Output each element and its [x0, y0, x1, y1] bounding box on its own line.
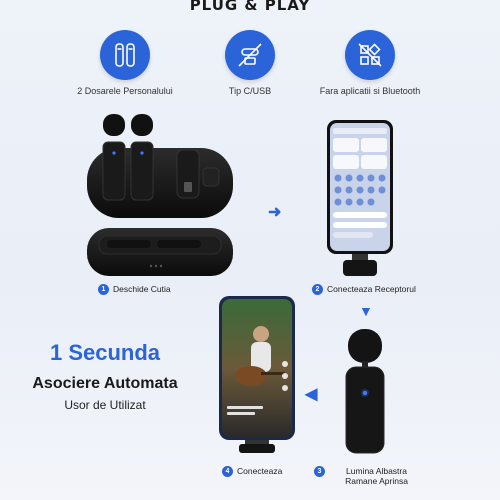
feature-label: Tip C/USB: [228, 86, 272, 96]
step-number: 3: [314, 466, 325, 477]
step-number: 1: [98, 284, 109, 295]
phone-recording-image: [219, 296, 295, 453]
arrow-right-icon: ➜: [268, 204, 282, 221]
no-app-no-bluetooth-icon: [345, 30, 395, 80]
feature-label: 2 Dosarele Personalului: [77, 86, 173, 96]
step-1: 1 Deschide Cutia: [98, 284, 171, 295]
microphones-icon: [100, 30, 150, 80]
step-label: Conecteaza: [237, 466, 283, 476]
arrow-down-icon: ▼: [359, 303, 373, 319]
arrow-left-icon: ◀: [305, 386, 318, 403]
step-4: 4 Conecteaza: [222, 466, 282, 477]
headline-primary: 1 Secunda: [49, 340, 161, 365]
feature-usb-c: Tip C/USB: [195, 30, 305, 96]
step-number: 2: [312, 284, 323, 295]
step-label: Lumina Albastra Ramane Aprinsa: [345, 466, 408, 486]
usb-c-icon: [225, 30, 275, 80]
headline-tertiary: Usor de Utilizat: [64, 398, 146, 412]
headline-secondary: Asociere Automata: [32, 375, 178, 392]
page-title: PLUG & PLAY: [189, 0, 311, 14]
step-number: 4: [222, 466, 233, 477]
step-2: 2 Conecteaza Receptorul: [312, 284, 416, 295]
phone-with-receiver-image: [327, 120, 393, 276]
feature-no-app: Fara aplicatii si Bluetooth: [315, 30, 425, 96]
step-label: Deschide Cutia: [113, 284, 171, 294]
charging-case-image: [87, 114, 233, 276]
feature-microphones: 2 Dosarele Personalului: [70, 30, 180, 96]
step-3: 3 Lumina Albastra Ramane Aprinsa: [314, 466, 424, 486]
step-label: Conecteaza Receptorul: [327, 284, 416, 294]
feature-label: Fara aplicatii si Bluetooth: [319, 86, 421, 96]
transmitter-image: [345, 329, 385, 454]
